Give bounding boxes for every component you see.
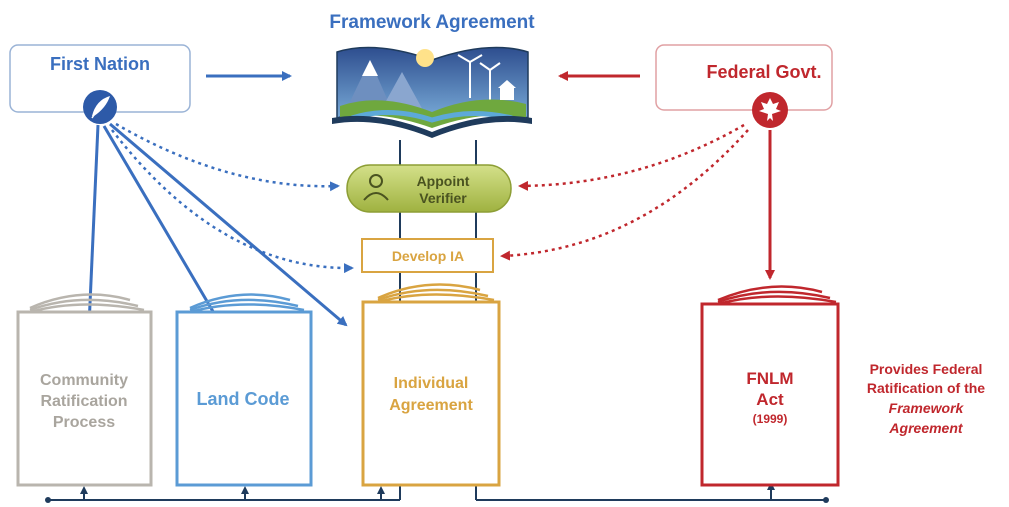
diagram-title: Framework Agreement [329,12,535,33]
community-book-line3: Process [53,414,115,431]
community-book-line2: Ratification [40,393,127,410]
note-line2: Ratification of the [867,380,985,396]
appoint-verifier-line2: Verifier [419,190,467,206]
dashed-connections [111,122,749,274]
note-line4: Agreement [888,420,963,436]
community-book-line1: Community [40,372,128,389]
first-nation-label: First Nation [50,54,150,74]
develop-ia-node [361,238,494,273]
fnlm-act-line1: FNLM [746,369,793,388]
federal-govt-label: Federal Govt. [706,62,821,82]
fnlm-act-book: FNLM Act (1999) [700,285,840,487]
individual-agreement-line2: Agreement [389,397,473,414]
fnlm-act-line3: (1999) [753,412,788,426]
land-code-label: Land Code [197,389,290,409]
federal-govt-box [655,44,833,111]
first-nation-solid-arrows [84,122,348,328]
connector-dot-right [823,497,829,503]
individual-agreement-book: Individual Agreement [361,283,501,487]
federal-ratification-note: Provides Federal Ratification of the Fra… [867,361,985,436]
framework-book-illustration [332,46,532,138]
appoint-verifier-node [346,164,512,213]
develop-ia-label: Develop IA [392,248,464,264]
note-line1: Provides Federal [870,361,983,377]
connector-dot-left [45,497,51,503]
individual-agreement-line1: Individual [394,375,469,392]
land-code-book: Land Code [175,293,313,487]
note-line3: Framework [889,400,965,416]
appoint-verifier-line1: Appoint [417,173,470,189]
community-ratification-book: Community Ratification Process [16,293,153,487]
person-icon [369,174,383,188]
fnlm-act-line2: Act [756,390,784,409]
